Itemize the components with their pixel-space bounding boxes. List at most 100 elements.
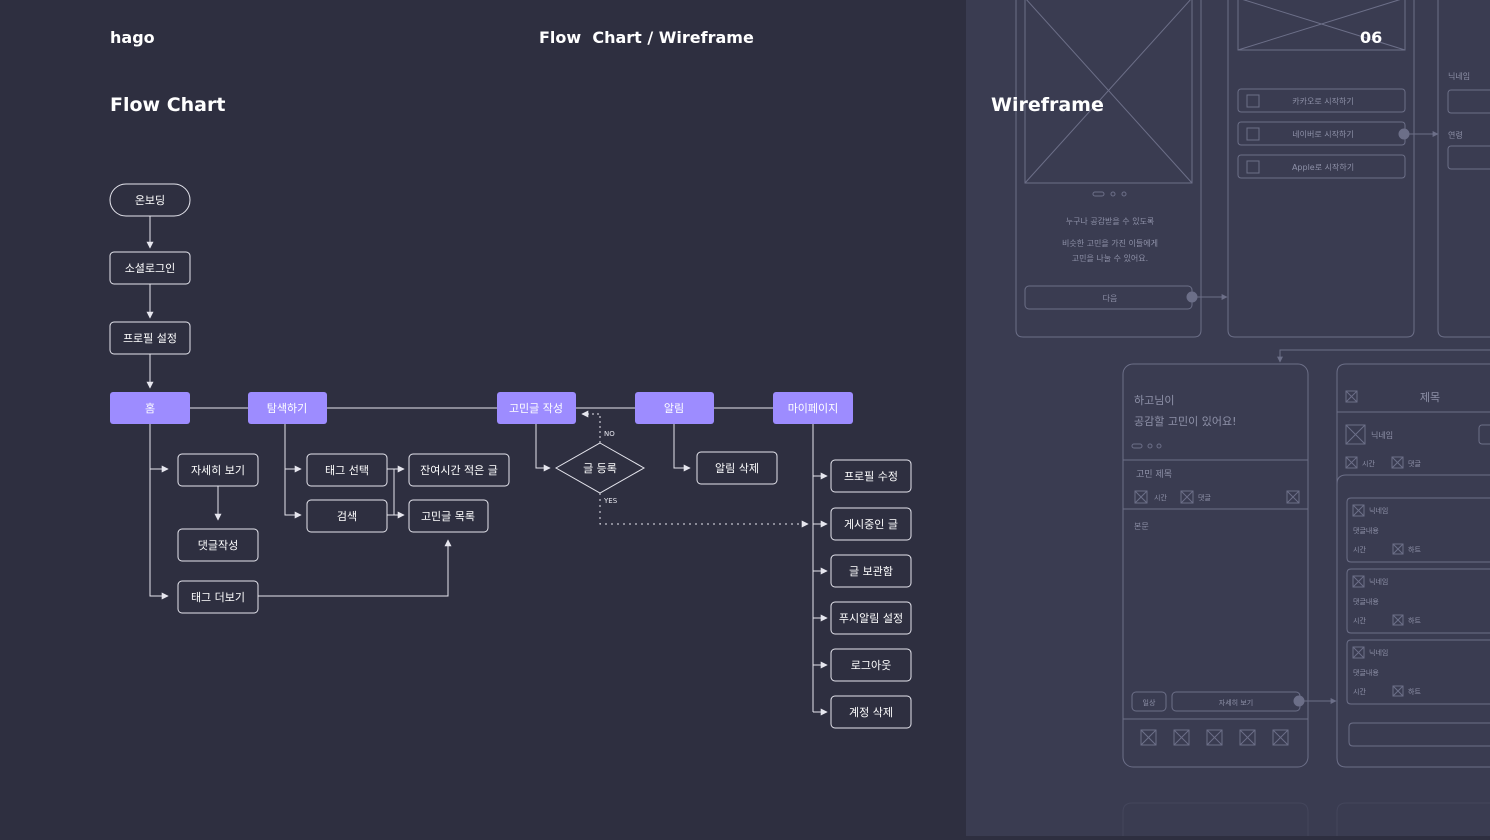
node-write-post: 고민글 작성 [497, 392, 576, 424]
brand-logo: hago [110, 28, 155, 47]
svg-text:검색: 검색 [337, 510, 357, 523]
svg-text:고민글 목록: 고민글 목록 [421, 510, 475, 523]
node-notification: 알림 [635, 392, 714, 424]
svg-text:제목: 제목 [1420, 391, 1440, 404]
svg-text:시간: 시간 [1154, 493, 1167, 502]
svg-text:닉네임: 닉네임 [1369, 506, 1388, 515]
decision-yes-label: YES [603, 497, 618, 505]
svg-text:태그 더보기: 태그 더보기 [191, 591, 245, 604]
wire-image-placeholder [1024, 0, 1193, 184]
svg-text:탐색하기: 탐색하기 [267, 401, 307, 415]
svg-text:연령: 연령 [1448, 131, 1463, 140]
wire-detail-screen: 제목 닉네임 시간 댓글 닉네임 [1336, 363, 1490, 768]
svg-text:글 등록: 글 등록 [583, 462, 617, 475]
document-title: Flow Chart / Wireframe [539, 28, 754, 47]
svg-text:자세히 보기: 자세히 보기 [1219, 698, 1253, 707]
svg-text:일상: 일상 [1143, 698, 1156, 707]
flow-connectors [146, 216, 828, 716]
node-push-settings: 푸시알림 설정 [830, 601, 912, 635]
svg-text:닉네임: 닉네임 [1448, 72, 1470, 81]
svg-text:하트: 하트 [1408, 545, 1421, 554]
svg-text:댓글작성: 댓글작성 [198, 539, 238, 552]
node-remaining-time: 잔여시간 적은 글 [408, 453, 510, 487]
svg-text:알림: 알림 [664, 401, 684, 415]
svg-text:댓글내용: 댓글내용 [1353, 526, 1379, 535]
svg-text:시간: 시간 [1362, 459, 1375, 468]
node-onboarding: 온보딩 [109, 183, 191, 217]
node-more-tags: 태그 더보기 [177, 580, 259, 614]
wire-login-screen: 카카오로 시작하기 네이버로 시작하기 Apple로 시작하기 [1227, 0, 1415, 338]
wire-profile-screen: 닉네임 연령 [1437, 0, 1490, 338]
node-mypage: 마이페이지 [773, 392, 853, 424]
wire-comment-card: 닉네임 댓글내용 시간 하트 [1346, 639, 1490, 705]
node-view-detail: 자세히 보기 [177, 453, 259, 487]
node-posted-now: 게시중인 글 [830, 507, 912, 541]
svg-text:댓글내용: 댓글내용 [1353, 597, 1379, 606]
node-register-post: 글 등록 [554, 442, 646, 494]
svg-text:닉네임: 닉네임 [1371, 431, 1393, 440]
node-edit-profile: 프로필 수정 [830, 459, 912, 493]
wire-home-screen: 하고님이 공감할 고민이 있어요! 고민 제목 시간 댓글 본문 [1122, 363, 1309, 768]
flow-nodes: 온보딩 소셜로그인 프로필 설정 홈 탐색하기 고민글 작성 [109, 183, 912, 729]
page-number: 06 [1360, 28, 1383, 47]
svg-text:로그아웃: 로그아웃 [851, 659, 891, 672]
svg-text:다음: 다음 [1103, 294, 1118, 303]
svg-text:태그 선택: 태그 선택 [325, 464, 369, 477]
svg-text:네이버로 시작하기: 네이버로 시작하기 [1292, 129, 1353, 139]
svg-text:댓글: 댓글 [1198, 493, 1211, 502]
svg-text:본문: 본문 [1134, 522, 1149, 531]
svg-text:댓글: 댓글 [1408, 459, 1421, 468]
svg-text:프로필 설정: 프로필 설정 [123, 332, 177, 345]
svg-text:하트: 하트 [1408, 616, 1421, 625]
node-logout: 로그아웃 [830, 648, 912, 682]
svg-text:닉네임: 닉네임 [1369, 577, 1388, 586]
svg-text:고민을 나눌 수 있어요.: 고민을 나눌 수 있어요. [1072, 253, 1148, 263]
node-profile-setup: 프로필 설정 [109, 321, 191, 355]
wire-comment-card: 닉네임 댓글내용 시간 하트 [1346, 497, 1490, 563]
wireframe-section-title: Wireframe [991, 94, 1104, 116]
node-post-list: 고민글 목록 [408, 499, 489, 533]
svg-text:하트: 하트 [1408, 687, 1421, 696]
svg-text:시간: 시간 [1353, 616, 1366, 625]
svg-text:닉네임: 닉네임 [1369, 648, 1388, 657]
svg-text:자세히 보기: 자세히 보기 [191, 463, 245, 477]
svg-text:잔여시간 적은 글: 잔여시간 적은 글 [420, 464, 498, 477]
node-delete-notification: 알림 삭제 [696, 451, 778, 485]
svg-text:Apple로 시작하기: Apple로 시작하기 [1292, 162, 1354, 172]
svg-text:알림 삭제: 알림 삭제 [715, 461, 759, 475]
svg-text:마이페이지: 마이페이지 [788, 402, 839, 415]
node-explore: 탐색하기 [248, 392, 327, 424]
svg-text:댓글내용: 댓글내용 [1353, 668, 1379, 677]
node-home: 홈 [110, 392, 190, 424]
svg-text:시간: 시간 [1353, 687, 1366, 696]
node-select-tag: 태그 선택 [306, 453, 388, 487]
svg-text:비슷한 고민을 가진 이들에게: 비슷한 고민을 가진 이들에게 [1062, 238, 1158, 248]
node-post-archive: 글 보관함 [830, 554, 912, 588]
svg-text:계정 삭제: 계정 삭제 [849, 706, 893, 719]
wire-tab-bar [1140, 729, 1289, 746]
decision-no-label: NO [604, 430, 615, 438]
wire-onboarding-screen: 누구나 공감받을 수 있도록 비슷한 고민을 가진 이들에게 고민을 나눌 수 … [1015, 0, 1202, 338]
svg-text:홈: 홈 [145, 401, 155, 415]
svg-text:시간: 시간 [1353, 545, 1366, 554]
svg-text:공감할 고민이 있어요!: 공감할 고민이 있어요! [1134, 415, 1236, 428]
svg-text:푸시알림 설정: 푸시알림 설정 [839, 611, 903, 625]
svg-text:게시중인 글: 게시중인 글 [844, 518, 898, 531]
svg-text:소셜로그인: 소셜로그인 [125, 262, 176, 275]
node-social-login: 소셜로그인 [109, 251, 191, 285]
node-delete-account: 계정 삭제 [830, 695, 912, 729]
wire-comment-card: 닉네임 댓글내용 시간 하트 [1346, 568, 1490, 634]
svg-text:고민글 작성: 고민글 작성 [509, 402, 563, 415]
svg-text:프로필 수정: 프로필 수정 [844, 470, 898, 483]
node-search: 검색 [306, 499, 388, 533]
svg-text:하고님이: 하고님이 [1134, 393, 1174, 407]
node-write-comment: 댓글작성 [177, 528, 259, 562]
svg-text:글 보관함: 글 보관함 [849, 565, 893, 578]
svg-text:누구나 공감받을 수 있도록: 누구나 공감받을 수 있도록 [1066, 216, 1155, 226]
flowchart-section-title: Flow Chart [110, 94, 226, 116]
svg-text:고민 제목: 고민 제목 [1136, 469, 1172, 480]
svg-text:카카오로 시작하기: 카카오로 시작하기 [1292, 96, 1353, 106]
wireframes: 누구나 공감받을 수 있도록 비슷한 고민을 가진 이들에게 고민을 나눌 수 … [1015, 0, 1490, 836]
